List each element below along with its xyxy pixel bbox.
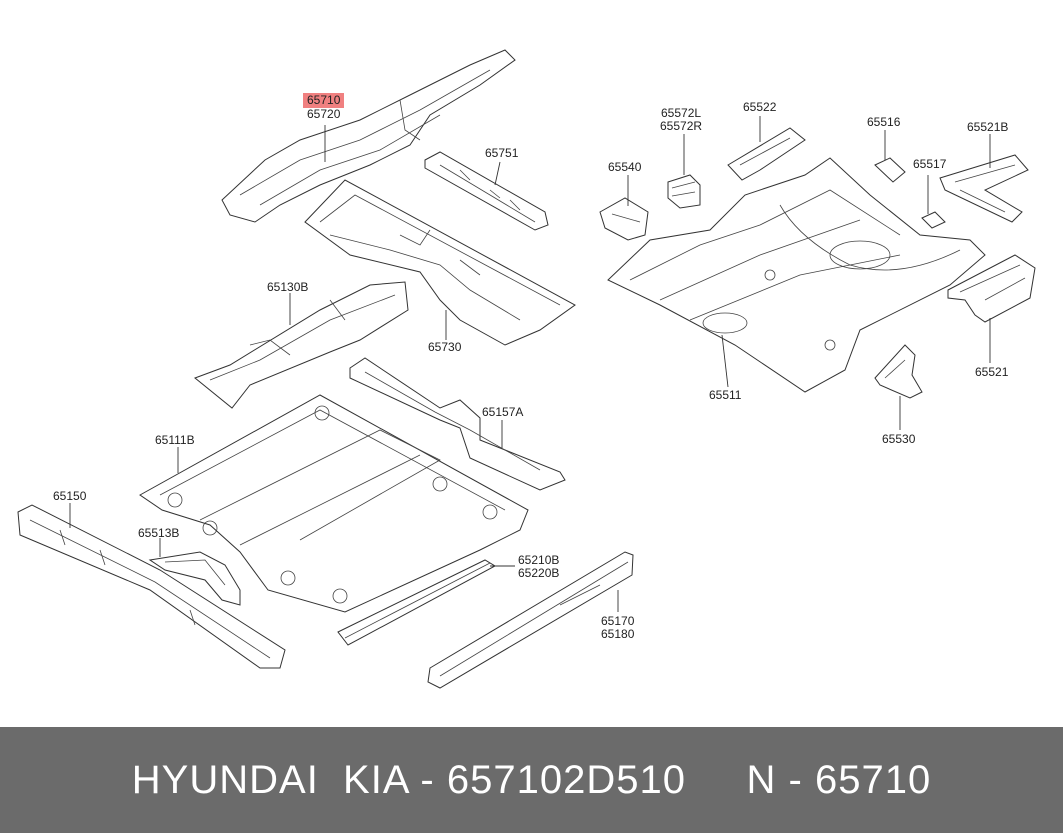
label-65150-text: 65150 (53, 489, 87, 503)
label-65530-text: 65530 (882, 432, 916, 446)
label-65111B[interactable]: 65111B (155, 434, 195, 447)
part-65522 (727, 127, 806, 181)
part-65710 (221, 49, 516, 223)
label-65572L[interactable]: 65572L 65572R (660, 107, 702, 133)
parts-diagram: 65710 65720 65751 65730 65130B 65157A 65… (17, 49, 1036, 689)
part-65150 (17, 504, 286, 669)
label-65517-text: 65517 (913, 157, 947, 171)
part-65521B (939, 154, 1029, 223)
label-65521B[interactable]: 65521B (967, 121, 1008, 134)
label-65540[interactable]: 65540 (608, 161, 641, 174)
part-65130B (194, 281, 409, 409)
part-65540 (599, 197, 649, 241)
label-65710-line2: 65720 (307, 107, 341, 121)
part-65730 (304, 179, 576, 346)
label-65521[interactable]: 65521 (975, 366, 1008, 379)
label-65730[interactable]: 65730 (428, 341, 461, 354)
label-65751[interactable]: 65751 (485, 147, 518, 160)
part-65511 (607, 157, 986, 393)
label-65157A-text: 65157A (482, 405, 524, 419)
label-65210B-line1: 65210B (518, 553, 560, 567)
part-65530 (874, 344, 923, 399)
part-65157A (349, 357, 566, 491)
label-65730-text: 65730 (428, 340, 462, 354)
label-65111B-text: 65111B (155, 433, 195, 447)
part-65111B (139, 394, 529, 613)
label-65170[interactable]: 65170 65180 (601, 615, 634, 641)
part-65572L (667, 174, 701, 209)
label-65572L-line1: 65572L (661, 106, 702, 120)
label-65516-text: 65516 (867, 115, 901, 129)
label-65521-text: 65521 (975, 365, 1009, 379)
label-65516[interactable]: 65516 (867, 116, 900, 129)
label-65710[interactable]: 65710 65720 (303, 93, 345, 121)
label-65513B-text: 65513B (138, 526, 180, 540)
label-65157A[interactable]: 65157A (482, 406, 523, 419)
label-65517[interactable]: 65517 (913, 158, 946, 171)
label-65710-line1: 65710 (303, 93, 345, 108)
footer-bar: HYUNDAI KIA - 657102D510 N - 65710 (0, 727, 1063, 833)
part-65170 (427, 551, 634, 689)
label-65170-line1: 65170 (601, 614, 635, 628)
parts-drawing (17, 49, 1036, 689)
label-65130B-text: 65130B (267, 280, 309, 294)
label-65572L-line2: 65572R (660, 119, 703, 133)
label-65540-text: 65540 (608, 160, 642, 174)
label-65530[interactable]: 65530 (882, 433, 915, 446)
label-65511-text: 65511 (709, 388, 742, 402)
part-65516 (874, 157, 906, 183)
label-65522-text: 65522 (743, 100, 777, 114)
label-65170-line2: 65180 (601, 627, 635, 641)
label-65130B[interactable]: 65130B (267, 281, 308, 294)
label-65522[interactable]: 65522 (743, 101, 776, 114)
part-65517 (921, 211, 946, 229)
label-65210B[interactable]: 65210B 65220B (518, 554, 559, 580)
label-65513B[interactable]: 65513B (138, 527, 179, 540)
part-number-caption: HYUNDAI KIA - 657102D510 N - 65710 (131, 757, 932, 802)
label-65751-text: 65751 (485, 146, 519, 160)
part-65513B (148, 551, 241, 606)
label-65521B-text: 65521B (967, 120, 1009, 134)
label-65511[interactable]: 65511 (709, 389, 741, 402)
label-65210B-line2: 65220B (518, 566, 560, 580)
part-65751 (424, 151, 549, 231)
part-65521 (947, 254, 1036, 323)
label-65150[interactable]: 65150 (53, 490, 86, 503)
